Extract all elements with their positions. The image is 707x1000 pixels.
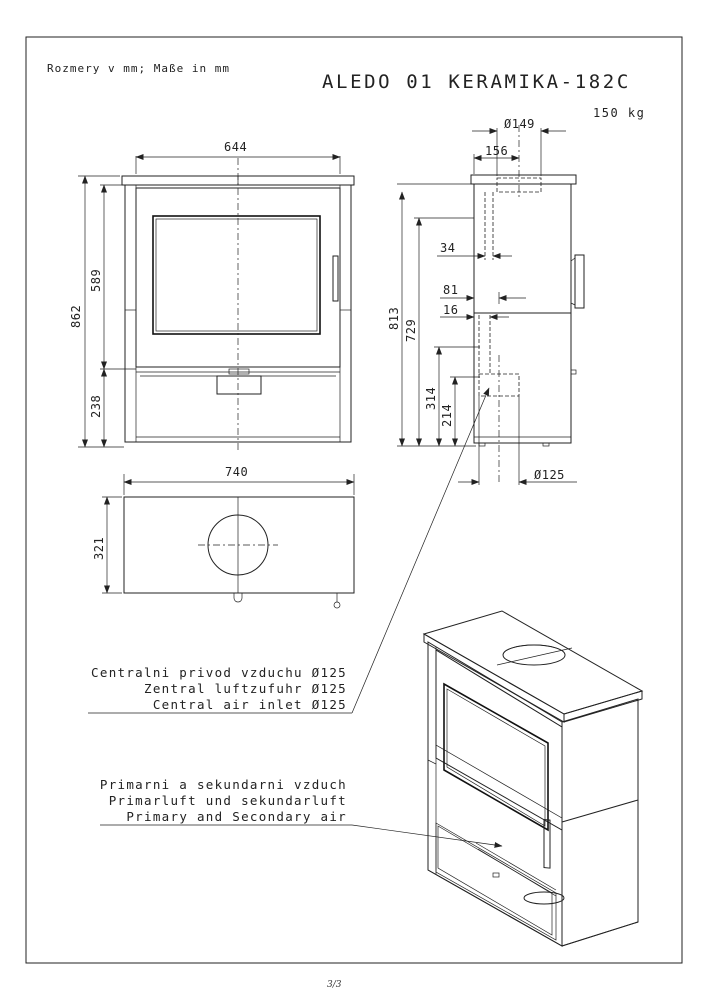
dim-side-upper-height: 729: [404, 319, 418, 342]
dim-16: 16: [443, 303, 458, 317]
central-air-line-3: Central air inlet Ø125: [153, 697, 347, 712]
primary-air-line-2: Primarluft und sekundarluft: [109, 793, 347, 808]
dim-34: 34: [440, 241, 455, 255]
dim-flue-diameter: Ø149: [504, 117, 535, 131]
dim-top-width: 740: [225, 465, 248, 479]
side-view: [470, 125, 585, 485]
dim-side-lower-height: 314: [424, 387, 438, 410]
dim-flue-offset: 156: [485, 144, 508, 158]
central-air-note: Centralni privod vzduchu Ø125 Zentral lu…: [88, 387, 490, 714]
weight-label: 150 kg: [593, 106, 645, 120]
dim-front-base-height: 238: [89, 395, 103, 418]
side-dimensions: Ø149 156 813 729 314 214 34 81 16: [387, 117, 577, 485]
dim-inlet-diameter: Ø125: [534, 468, 565, 482]
front-dimensions: 644 862 589 238: [69, 140, 341, 448]
drawing-frame: [25, 36, 683, 964]
model-title: ALEDO 01 KERAMIKA-182C: [322, 71, 631, 93]
primary-air-line-1: Primarni a sekundarni vzduch: [100, 777, 347, 792]
page-number: 3/3: [327, 980, 342, 990]
central-air-line-1: Centralni privod vzduchu Ø125: [91, 665, 347, 680]
dim-front-width: 644: [224, 140, 247, 154]
dim-front-total-height: 862: [69, 305, 83, 328]
dim-front-door-height: 589: [89, 269, 103, 292]
dim-side-total-height: 813: [387, 307, 401, 330]
central-air-line-2: Zentral luftzufuhr Ø125: [144, 681, 347, 696]
top-view: [123, 496, 355, 609]
dim-side-inlet-height: 214: [440, 404, 454, 427]
front-view: [121, 158, 355, 450]
isometric-view: [422, 610, 644, 947]
primary-air-note: Primarni a sekundarni vzduch Primarluft …: [100, 777, 503, 848]
dim-81: 81: [443, 283, 458, 297]
top-dimensions: 740 321: [92, 465, 355, 594]
dim-top-depth: 321: [92, 537, 106, 560]
units-note: Rozmery v mm; Maße in mm: [47, 62, 230, 75]
primary-air-line-3: Primary and Secondary air: [126, 809, 347, 824]
